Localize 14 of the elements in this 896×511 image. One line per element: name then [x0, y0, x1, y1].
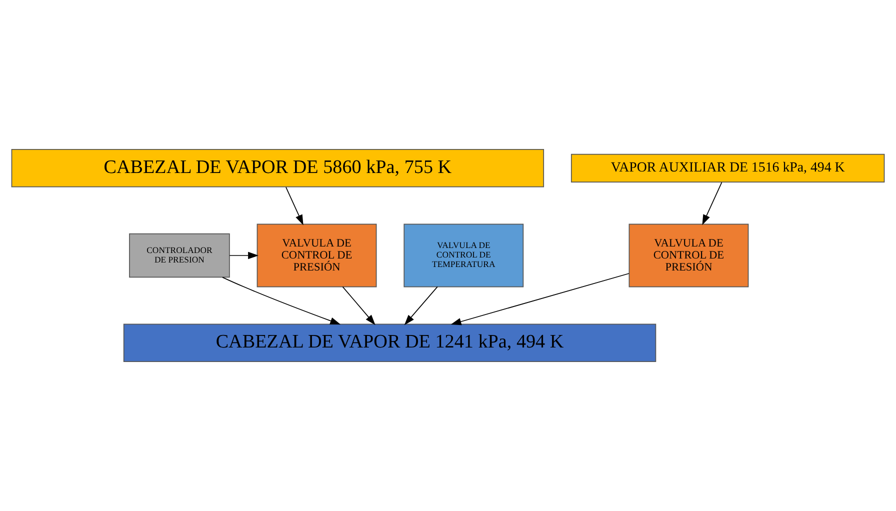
arrow — [286, 186, 304, 226]
node-box: CABEZAL DE VAPOR DE 1241 kPa, 494 K — [123, 324, 656, 362]
node-box: VALVULA DE CONTROL DE PRESIÓN — [628, 224, 749, 288]
arrow — [229, 252, 258, 260]
arrow — [342, 286, 376, 326]
node-box: VAPOR AUXILIAR DE 1516 kPa, 494 K — [570, 154, 885, 182]
node-box: CONTROLADOR DE PRESION — [129, 233, 230, 278]
node-box: VALVULA DE CONTROL DE PRESIÓN — [256, 224, 377, 288]
arrow — [222, 276, 341, 325]
node-box: CABEZAL DE VAPOR DE 5860 kPa, 755 K — [11, 149, 544, 188]
arrow — [450, 273, 630, 326]
node-box: VALVULA DE CONTROL DE TEMPERATURA — [404, 224, 524, 288]
arrow — [702, 182, 722, 226]
arrow — [404, 286, 438, 326]
